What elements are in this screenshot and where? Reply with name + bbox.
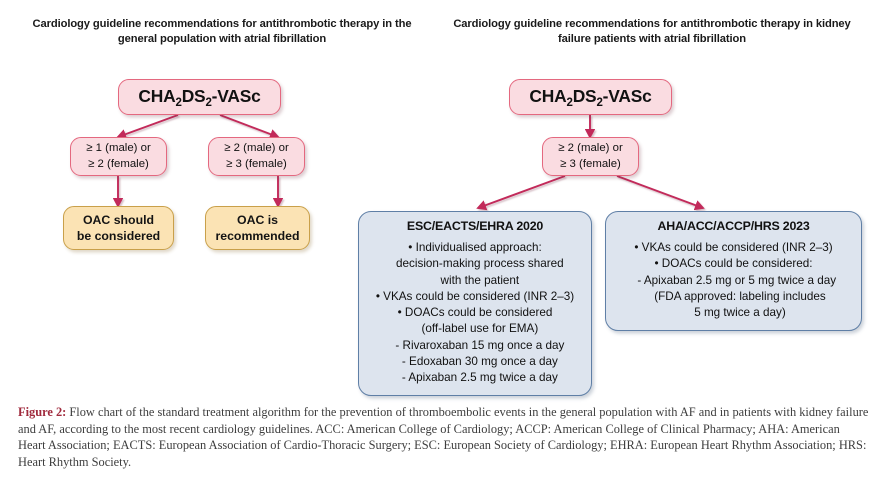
score-branch-a-line2: ≥ 2 (female) xyxy=(88,157,149,170)
header-left-column: Cardiology guideline recommendations for… xyxy=(32,18,412,46)
node-chads-vasc-right[interactable]: CHA2DS2-VASc xyxy=(509,79,672,115)
score-branch-b-line1: ≥ 2 (male) or xyxy=(224,142,289,154)
chads-vasc-label-right: CHA2DS2-VASc xyxy=(529,85,652,109)
node-score-branch-a[interactable]: ≥ 1 (male) or ≥ 2 (female) xyxy=(70,137,167,176)
chads-vasc-label-left: CHA2DS2-VASc xyxy=(138,85,261,109)
panel-esc-line-8: - Apixaban 2.5 mg twice a day xyxy=(392,371,558,385)
oac-a-line1: OAC should xyxy=(82,213,155,227)
panel-esc-line-3: • VKAs could be considered (INR 2–3) xyxy=(375,289,575,303)
panel-esc-line-1: decision-making process shared xyxy=(386,257,564,271)
figure-caption: Figure 2: Flow chart of the standard tre… xyxy=(18,404,870,470)
panel-esc-body: • Individualised approach: decision-maki… xyxy=(368,240,582,387)
panel-aha-title: AHA/ACC/ACCP/HRS 2023 xyxy=(657,219,810,233)
oac-b-line2: recommended xyxy=(215,229,300,243)
panel-esc-line-6: - Rivaroxaban 15 mg once a day xyxy=(385,338,565,352)
figure-caption-text: Flow chart of the standard treatment alg… xyxy=(18,405,869,469)
node-score-branch-b[interactable]: ≥ 2 (male) or ≥ 3 (female) xyxy=(208,137,305,176)
panel-esc-line-0: • Individualised approach: xyxy=(408,241,542,254)
panel-esc-line-2: with the patient xyxy=(430,273,520,287)
score-right-line2: ≥ 3 (female) xyxy=(560,157,621,170)
panel-esc-eacts-ehra-2020[interactable]: ESC/EACTS/EHRA 2020 • Individualised app… xyxy=(358,211,592,396)
panel-esc-line-4: • DOACs could be considered xyxy=(397,306,553,320)
panel-aha-line-2: - Apixaban 2.5 mg or 5 mg twice a day xyxy=(630,273,837,287)
panel-esc-line-7: - Edoxaban 30 mg once a day xyxy=(392,355,558,369)
score-branch-b-line2: ≥ 3 (female) xyxy=(226,157,287,170)
node-score-branch-right[interactable]: ≥ 2 (male) or ≥ 3 (female) xyxy=(542,137,639,176)
figure-caption-label: Figure 2: xyxy=(18,405,67,419)
oac-b-line1: OAC is xyxy=(237,213,278,227)
oac-a-line2: be considered xyxy=(76,229,161,243)
panel-esc-line-5: (off-label use for EMA) xyxy=(411,322,539,336)
score-branch-a-line1: ≥ 1 (male) or xyxy=(86,142,151,154)
score-right-line1: ≥ 2 (male) or xyxy=(558,142,623,154)
panel-aha-line-4: 5 mg twice a day) xyxy=(681,306,786,320)
node-chads-vasc-left[interactable]: CHA2DS2-VASc xyxy=(118,79,281,115)
panel-esc-title: ESC/EACTS/EHRA 2020 xyxy=(406,219,544,233)
node-oac-should-be-considered[interactable]: OAC should be considered xyxy=(63,206,174,250)
panel-aha-line-1: • DOACs could be considered: xyxy=(654,257,813,271)
node-oac-is-recommended[interactable]: OAC is recommended xyxy=(205,206,310,250)
panel-aha-body: • VKAs could be considered (INR 2–3) • D… xyxy=(615,240,852,321)
panel-aha-line-3: (FDA approved: labeling includes xyxy=(641,289,826,303)
panel-aha-acc-accp-hrs-2023[interactable]: AHA/ACC/ACCP/HRS 2023 • VKAs could be co… xyxy=(605,211,862,331)
header-right-column: Cardiology guideline recommendations for… xyxy=(453,18,851,46)
panel-aha-line-0: • VKAs could be considered (INR 2–3) xyxy=(634,241,833,254)
arrow-left-root-to-branch-a xyxy=(116,114,179,140)
